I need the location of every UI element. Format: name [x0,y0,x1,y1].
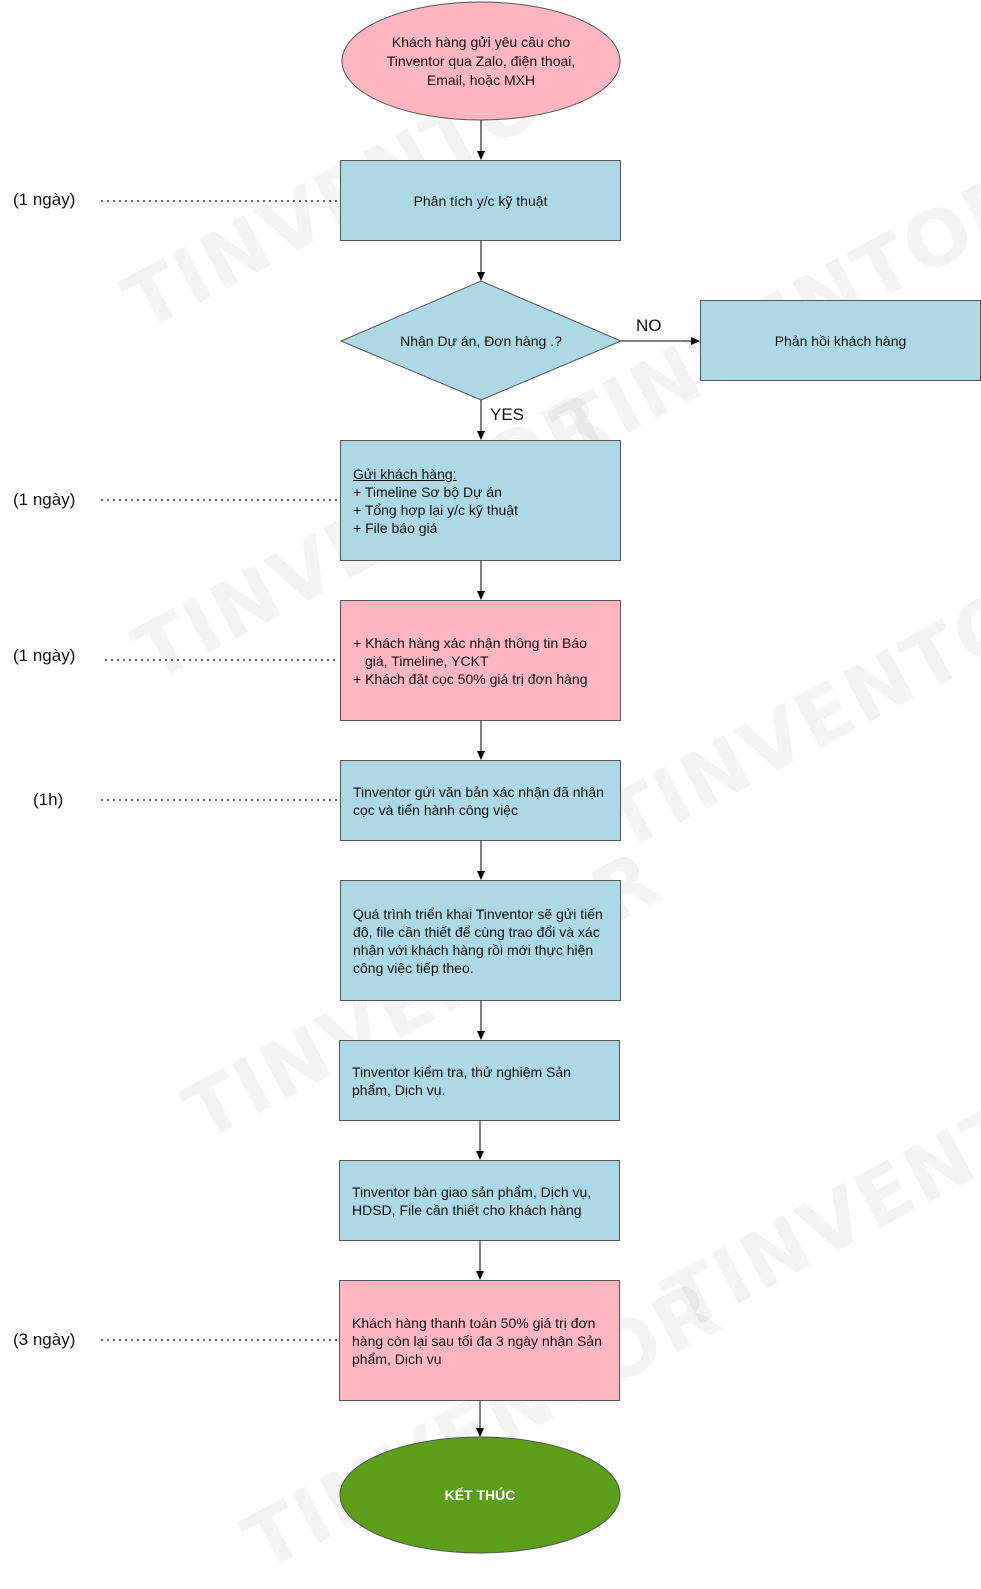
duration-label: (1 ngày) [13,646,76,665]
implementation-box: Quá trình triển khai Tinventor sẽ gửi ti… [340,880,621,1001]
no-branch-label: NO [636,316,662,335]
decision-label: Nhận Dự án, Đơn hàng .? [400,333,562,349]
flowchart: TINVENTOR TINVENTOR TINVENTOR TINVENTOR … [13,1,981,1589]
confirm-line: + Khách hàng xác nhận thông tin Báo [353,634,587,651]
yes-branch-label: YES [490,405,525,424]
customer-confirm-box: + Khách hàng xác nhận thông tin Báo giá,… [340,600,621,721]
analyze-requirements-box: Phân tích y/c kỹ thuật [340,160,621,241]
send-customer-box: Gửi khách hàng: + Timeline Sơ bộ Dự án +… [340,440,621,561]
analyze-label: Phân tích y/c kỹ thuật [413,192,548,209]
duration-label: (1h) [33,790,64,809]
reply-label: Phản hồi khách hàng [774,332,907,349]
send-line: + Timeline Sơ bộ Dự án [353,483,502,500]
confirm-line: + Khách đặt cọc 50% giá trị đơn hàng [353,670,588,687]
send-line: + File báo giá [353,519,438,536]
send-line: + Tổng hợp lại y/c kỹ thuật [353,501,518,518]
handover-label: Tinventor bàn giao sản phẩm, Dịch vụ, HD… [352,1183,592,1218]
handover-box: Tinventor bàn giao sản phẩm, Dịch vụ, HD… [339,1160,620,1241]
duration-label: (3 ngày) [13,1330,76,1349]
deposit-confirmation-box: Tinventor gửi văn bản xác nhận đã nhận c… [340,760,621,841]
reply-customer-box: Phản hồi khách hàng [700,300,981,381]
confirm-line: giá, Timeline, YCKT [365,652,489,669]
send-heading: Gửi khách hàng: [353,465,457,482]
connectors [101,1,700,1554]
final-payment-box: Khách hàng thanh toán 50% giá trị đơn hà… [339,1280,620,1401]
duration-label: (1 ngày) [13,190,76,209]
start-label: Khách hàng gửi yêu cầu cho Tinventor qua… [386,33,576,88]
test-label: Tinventor kiểm tra, thử nghiệm Sản phẩm,… [352,1063,571,1098]
process-label: Quá trình triển khai Tinventor sẽ gửi ti… [353,905,603,976]
end-label: KẾT THÚC [444,1487,516,1503]
payment-label: Khách hàng thanh toán 50% giá trị đơn hà… [352,1314,602,1367]
duration-label: (1 ngày) [13,490,76,509]
deposit-label: Tinventor gửi văn bản xác nhận đã nhận c… [353,783,604,818]
end-ellipse [339,1436,621,1554]
testing-box: Tinventor kiểm tra, thử nghiệm Sản phẩm,… [339,1040,620,1121]
